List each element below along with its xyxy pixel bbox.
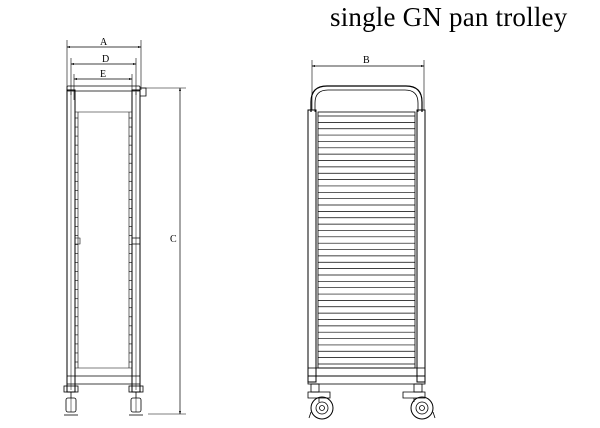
caster-side-left bbox=[64, 392, 78, 416]
side-view: A D E C bbox=[63, 37, 186, 416]
dim-label-a: A bbox=[100, 37, 108, 48]
dim-label-d: D bbox=[102, 54, 109, 65]
dimension-d: D bbox=[70, 54, 137, 95]
dim-label-e: E bbox=[100, 69, 106, 80]
caster-front-left bbox=[307, 391, 334, 420]
front-shelves bbox=[318, 115, 415, 365]
dimension-c: C bbox=[140, 87, 186, 415]
front-view: B bbox=[307, 55, 436, 420]
drawing-title: single GN pan trolley bbox=[330, 2, 568, 32]
caster-side-right bbox=[129, 392, 143, 416]
dimension-b: B bbox=[311, 55, 425, 110]
side-runners bbox=[75, 117, 132, 363]
dimension-e: E bbox=[73, 69, 133, 100]
dim-label-b: B bbox=[363, 55, 370, 66]
dim-label-c: C bbox=[170, 234, 177, 245]
caster-front-right bbox=[402, 391, 436, 420]
